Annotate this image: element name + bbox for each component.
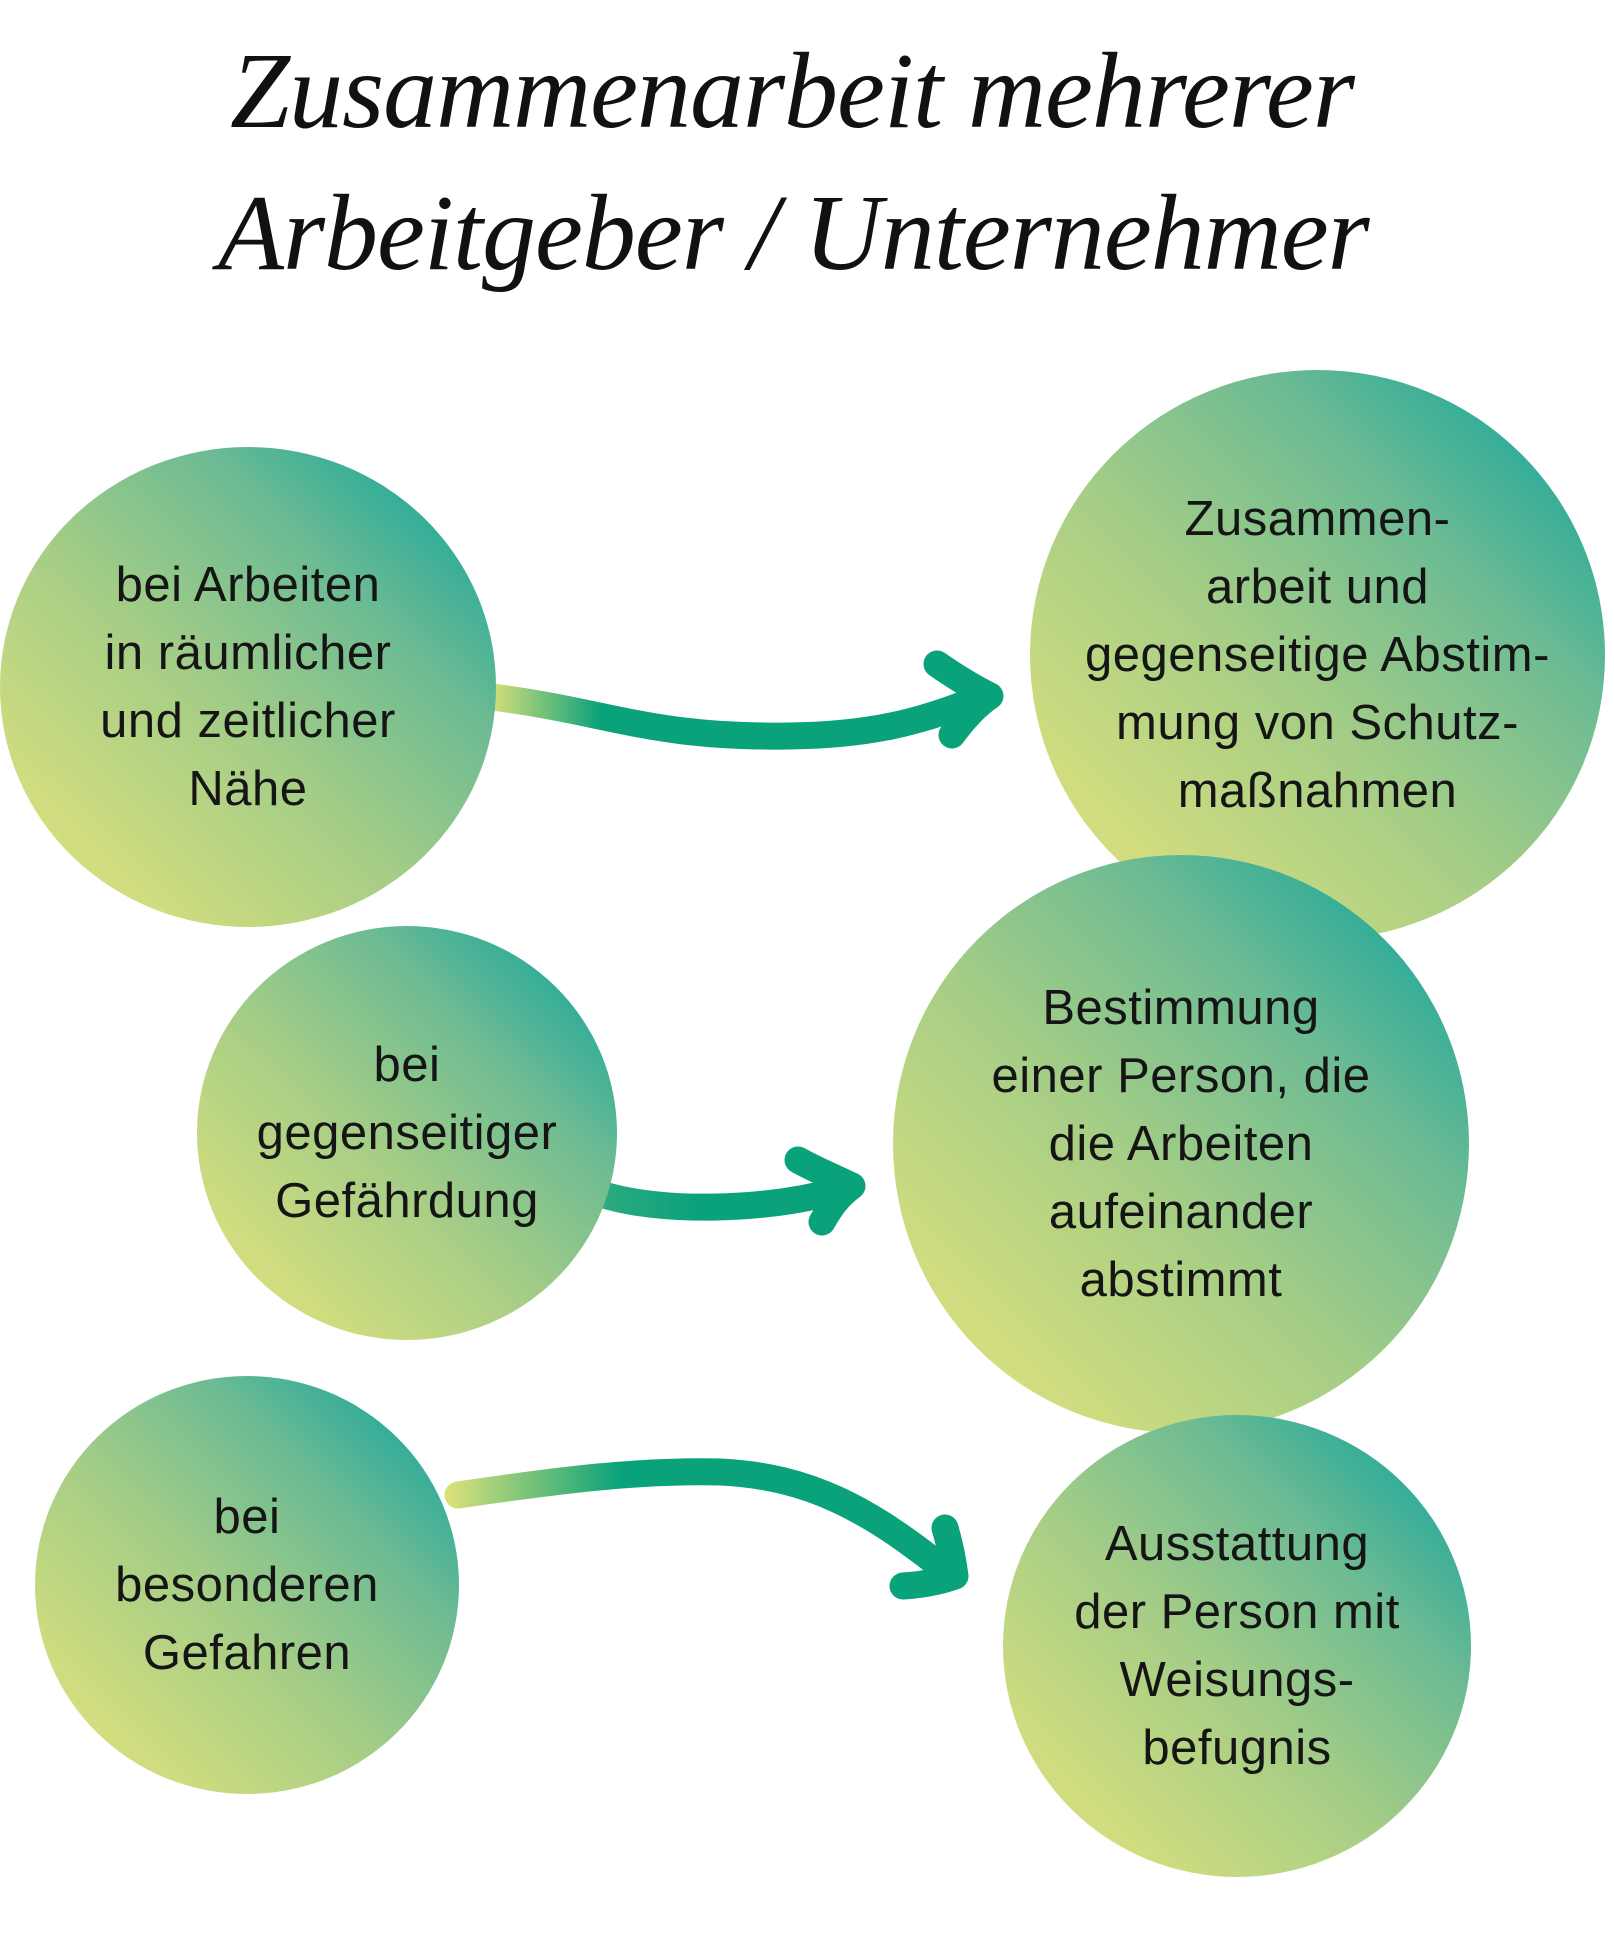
title-line-1: Zusammenarbeit mehrerer	[230, 32, 1355, 151]
measure-label-coordinator: Bestimmung einer Person, die die Arbeite…	[991, 981, 1371, 1307]
condition-circle-special-hazards: bei besonderen Gefahren	[35, 1376, 459, 1794]
title-line-2: Arbeitgeber / Unternehmer	[218, 174, 1370, 293]
measure-circle-authority: Ausstattung der Person mit Weisungs- bef…	[1003, 1415, 1471, 1877]
condition-circle-mutual-hazard: bei gegenseitiger Gefährdung	[197, 926, 617, 1340]
measure-label-cooperation: Zusammen- arbeit und gegenseitige Abstim…	[1085, 492, 1550, 818]
condition-circle-proximity: bei Arbeiten in räumlicher und zeitliche…	[0, 447, 496, 927]
condition-label-mutual-hazard: bei gegenseitiger Gefährdung	[256, 1038, 558, 1228]
measure-circle-cooperation: Zusammen- arbeit und gegenseitige Abstim…	[1030, 370, 1605, 940]
condition-label-proximity: bei Arbeiten in räumlicher und zeitliche…	[100, 558, 396, 816]
measure-label-authority: Ausstattung der Person mit Weisungs- bef…	[1074, 1517, 1400, 1775]
condition-label-special-hazards: bei besonderen Gefahren	[115, 1490, 379, 1680]
arrow-2	[590, 1146, 866, 1236]
arrow-1	[478, 650, 1004, 750]
arrow-3	[444, 1458, 969, 1600]
measure-circle-coordinator: Bestimmung einer Person, die die Arbeite…	[893, 855, 1469, 1433]
